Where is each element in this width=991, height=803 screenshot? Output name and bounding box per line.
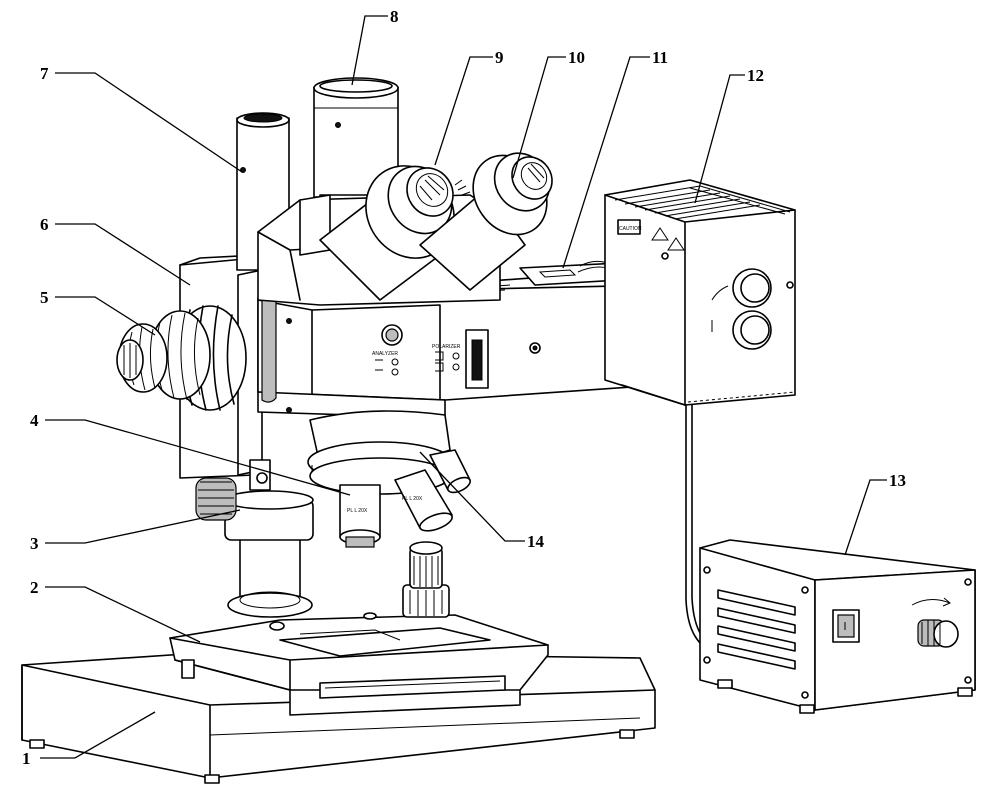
leader-lines [40,15,887,759]
callout-14: 14 [527,532,545,551]
callout-9: 9 [495,48,504,67]
callout-1: 1 [22,749,31,768]
callout-3: 3 [30,534,39,553]
coarse-focus-knob[interactable] [116,305,247,411]
objective-lens-angled[interactable]: PL L 20X [394,469,454,534]
callout-10: 10 [568,48,585,67]
filter-slider[interactable] [465,329,489,389]
stage-knob[interactable] [402,541,450,618]
objective-lens[interactable]: PL L 20X [339,484,381,548]
svg-text:POLARIZER: POLARIZER [432,344,461,350]
polarizer-control[interactable]: POLARIZER [432,344,461,372]
pillar [224,490,314,618]
callout-12: 12 [747,66,764,85]
eyepiece-right[interactable] [419,141,562,291]
brightness-knob[interactable] [911,597,959,648]
power-switch[interactable] [832,609,860,643]
callout-4: 4 [30,411,39,430]
lamp-adjust-knob-lower[interactable] [732,310,772,350]
lamp-adjust-arrows [711,285,729,332]
lamp-adjust-knob-upper[interactable] [732,268,772,308]
svg-text:PL L 20X: PL L 20X [347,508,368,514]
analyzer-control[interactable]: ANALYZER [372,324,403,376]
svg-text:ANALYZER: ANALYZER [372,351,398,357]
callout-13: 13 [889,471,906,490]
callout-11: 11 [652,48,668,67]
callout-7: 7 [40,64,49,83]
callout-6: 6 [40,215,49,234]
callout-2: 2 [30,578,39,597]
callout-5: 5 [40,288,49,307]
svg-text:PL L 20X: PL L 20X [402,496,423,502]
housing-shade [261,299,277,403]
callout-labels: 1 2 3 4 5 6 7 8 9 10 11 12 13 14 [22,7,906,768]
callout-8: 8 [390,7,399,26]
fine-focus-knob[interactable] [195,477,237,521]
svg-text:CAUTION: CAUTION [619,226,642,232]
mechanical-stage[interactable] [169,612,549,716]
objective-lens-rear[interactable] [429,449,472,496]
diopter-marks [454,179,471,196]
